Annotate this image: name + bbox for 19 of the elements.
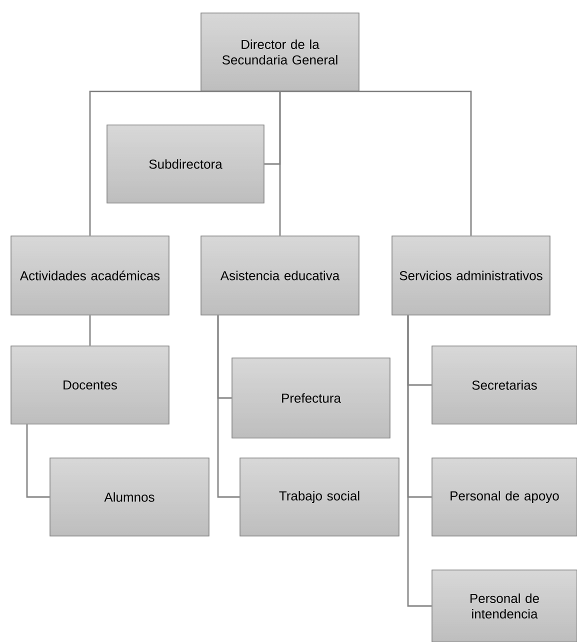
connector-line bbox=[279, 91, 281, 236]
org-box: Trabajo social bbox=[240, 458, 400, 536]
org-box: Actividades académicas bbox=[10, 236, 170, 316]
org-box: Secretarias bbox=[432, 346, 577, 424]
connector-line bbox=[26, 424, 50, 498]
connector-line bbox=[407, 315, 432, 607]
org-box: Personal de intendencia bbox=[432, 570, 577, 642]
org-box: Alumnos bbox=[50, 458, 210, 536]
org-box: Prefectura bbox=[232, 358, 390, 438]
org-box: Subdirectora bbox=[106, 124, 264, 204]
org-box: Asistencia educativa bbox=[200, 236, 360, 316]
connector-line bbox=[217, 315, 240, 498]
connector-line bbox=[89, 90, 280, 236]
org-box: Docentes bbox=[10, 346, 170, 424]
connector-line bbox=[89, 315, 91, 346]
org-box: Personal de apoyo bbox=[432, 458, 577, 536]
org-box: Director de la Secundaria General bbox=[200, 12, 360, 92]
connector-line bbox=[280, 90, 472, 236]
org-box: Servicios administrativos bbox=[392, 236, 550, 316]
